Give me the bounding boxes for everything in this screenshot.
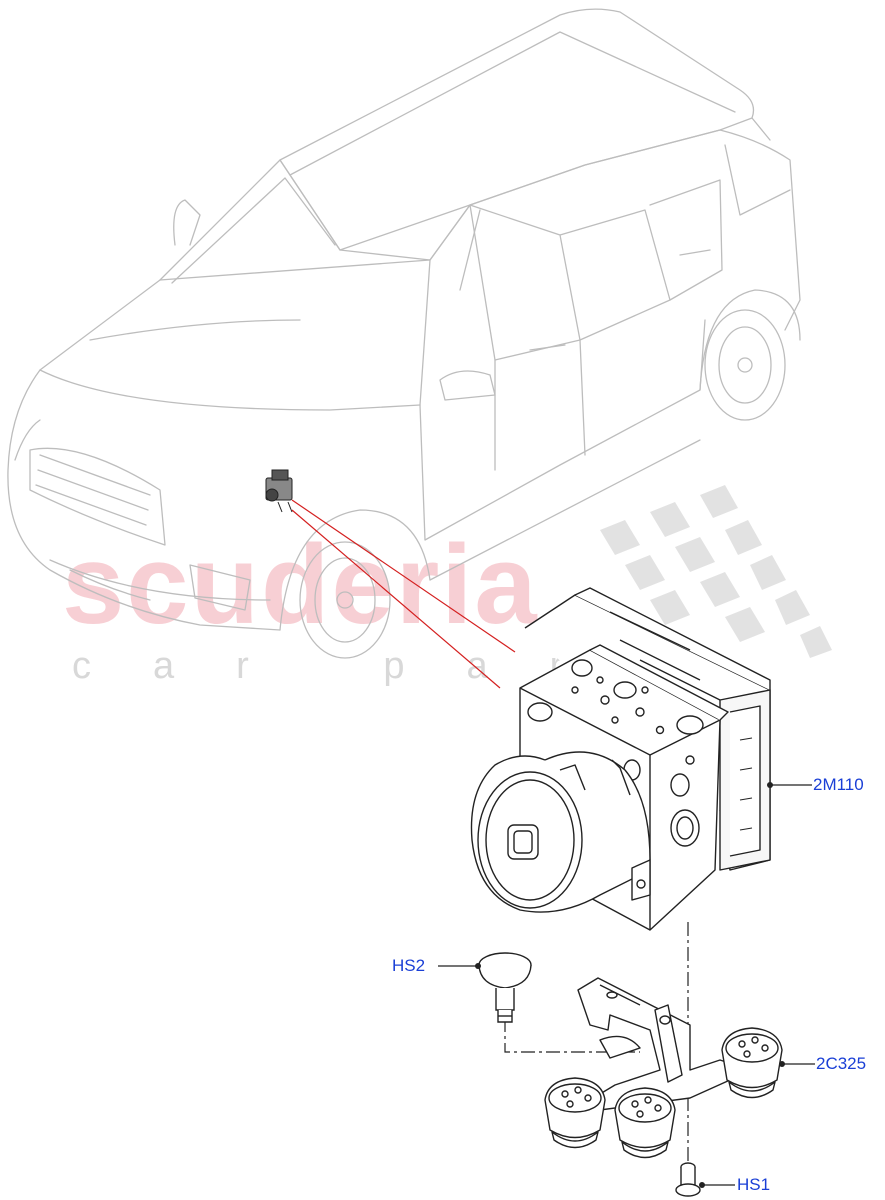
- isolator-middle: [614, 1087, 676, 1159]
- callout-2c325: 2C325: [816, 1054, 867, 1073]
- isolator-right: [721, 1027, 783, 1099]
- leader-dot-hs2: [475, 963, 481, 969]
- location-leader-lines: [291, 499, 516, 689]
- stud-hs2: [478, 952, 532, 1023]
- callout-hs1: HS1: [737, 1175, 771, 1194]
- bolt-hs1: [675, 1162, 701, 1197]
- watermark-brand: scuderia: [62, 522, 539, 647]
- checkered-flag-watermark: [600, 485, 832, 658]
- mounting-bracket: [544, 977, 783, 1159]
- callout-hs2: HS2: [392, 956, 426, 975]
- leader-dot-hs1: [699, 1182, 705, 1188]
- callout-2m110: 2M110: [813, 775, 864, 794]
- vehicle-outline: [7, 8, 801, 659]
- leader-dot-2m110: [767, 782, 773, 788]
- leader-dot-2c325: [779, 1061, 785, 1067]
- isolator-left: [544, 1077, 606, 1149]
- abs-module: [470, 587, 771, 931]
- abs-location-marker: [265, 469, 293, 513]
